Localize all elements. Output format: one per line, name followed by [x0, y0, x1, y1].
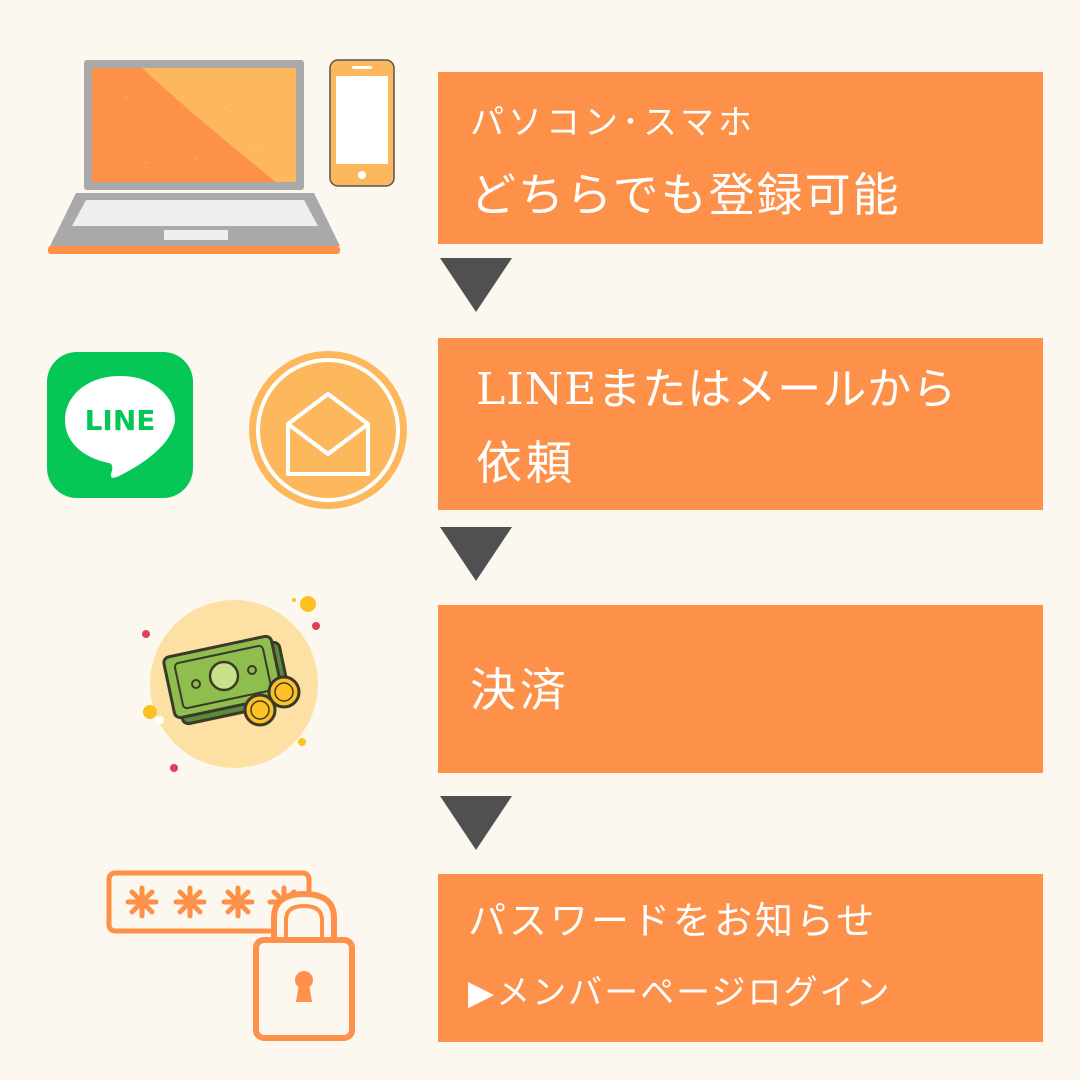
down-triangle-icon	[440, 527, 512, 581]
step-4-box: パスワードをお知らせ ▶メンバーページログイン	[438, 874, 1043, 1042]
down-triangle-icon	[440, 796, 512, 850]
mail-icon	[248, 350, 408, 510]
laptop-and-phone-icon	[46, 58, 398, 258]
step-3-line-1: 決済	[470, 663, 570, 717]
line-logo-text: LINE	[84, 404, 156, 437]
step-1-line-2: どちらでも登録可能	[470, 168, 901, 222]
password-lock-icon	[106, 868, 362, 1044]
step-2-box: LINEまたはメールから 依頼	[438, 338, 1043, 510]
step-3-box: 決済	[438, 605, 1043, 773]
step-2-line-1: LINEまたはメールから	[476, 364, 958, 415]
step-4-line-2: ▶メンバーページログイン	[468, 973, 892, 1013]
step-2-line-2: 依頼	[476, 436, 576, 490]
money-icon	[136, 592, 332, 776]
down-triangle-icon	[440, 258, 512, 312]
step-1-line-1: パソコン･スマホ	[470, 103, 756, 143]
line-app-icon: LINE	[47, 352, 193, 498]
step-1-box: パソコン･スマホ どちらでも登録可能	[438, 72, 1043, 244]
step-4-line-1: パスワードをお知らせ	[468, 899, 878, 943]
